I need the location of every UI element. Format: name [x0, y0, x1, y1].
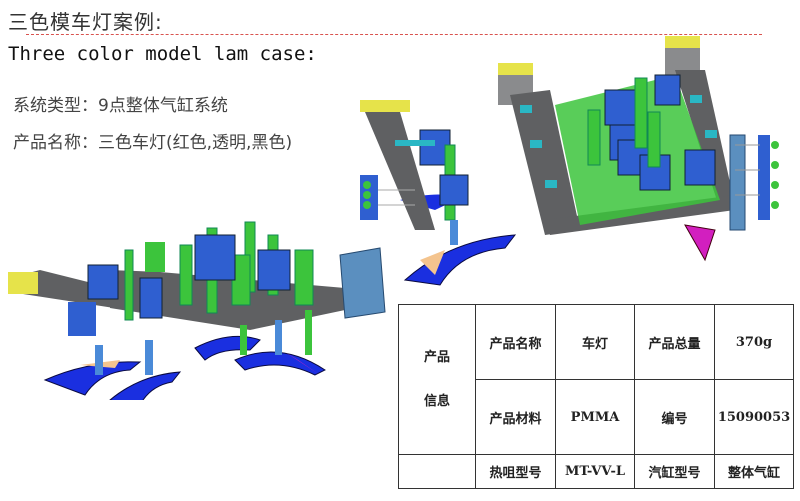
- hot-runner-model-center-image: [360, 100, 517, 286]
- table-cell-value: 车灯: [555, 303, 635, 381]
- table-cell-label: 产品名称: [475, 303, 556, 381]
- product-name-label: 产品名称：: [13, 133, 98, 153]
- table-cell-empty: [398, 454, 476, 489]
- table-cell-label: 产品材料: [475, 379, 556, 456]
- table-cell-label: 热咀型号: [475, 454, 556, 489]
- table-cell-value: 整体气缸: [714, 454, 794, 489]
- product-info-table: 产品 信息 产品名称 车灯 产品总量 370g 产品材料 PMMA 编号 150…: [398, 303, 794, 489]
- table-cell-value: 15090053: [714, 379, 794, 456]
- system-type-line: 系统类型：9点整体气缸系统: [13, 91, 228, 116]
- table-row: 热咀型号 MT-VV-L 汽缸型号 整体气缸: [398, 454, 794, 489]
- table-row: 产品材料 PMMA 编号 15090053: [399, 379, 794, 456]
- system-type-label: 系统类型：: [13, 96, 98, 116]
- table-cell-value: PMMA: [555, 379, 635, 456]
- title-divider: [26, 34, 762, 35]
- table-cell-value: 370g: [714, 303, 794, 381]
- table-cell-label: 汽缸型号: [634, 454, 715, 489]
- hot-runner-model-right-image: [498, 36, 779, 262]
- system-type-value: 9点整体气缸系统: [98, 96, 228, 116]
- product-name-line: 产品名称：三色车灯(红色,透明,黑色): [13, 128, 292, 153]
- page-title-en: Three color model lam case:: [8, 43, 317, 65]
- product-info-group-label: 产品 信息: [398, 303, 476, 456]
- product-name-value: 三色车灯(红色,透明,黑色): [98, 133, 293, 153]
- hot-runner-model-left-image: [8, 221, 386, 400]
- table-row: 产品 信息 产品名称 车灯 产品总量 370g: [398, 303, 794, 456]
- page-title-cn: 三色模车灯案例:: [8, 10, 163, 34]
- table-cell-label: 编号: [634, 379, 715, 456]
- table-cell-label: 产品总量: [634, 303, 715, 381]
- table-cell-value: MT-VV-L: [555, 454, 635, 489]
